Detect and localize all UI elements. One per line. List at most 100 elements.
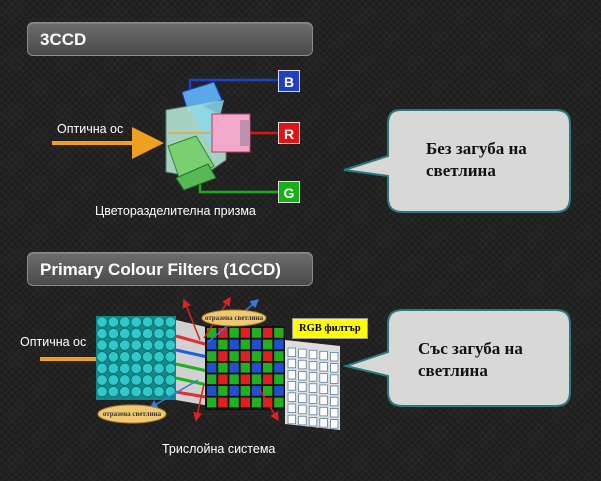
microlens bbox=[142, 339, 154, 351]
sensor-pixel bbox=[298, 348, 307, 359]
microlens bbox=[107, 386, 119, 398]
filter-cell bbox=[251, 351, 262, 361]
filter-cell bbox=[207, 374, 217, 385]
microlens bbox=[107, 328, 119, 340]
microlens bbox=[142, 386, 154, 398]
section-title-3ccd: 3CCD bbox=[27, 22, 313, 56]
microlens bbox=[153, 374, 165, 386]
filter-cell bbox=[229, 374, 239, 385]
filter-cell bbox=[229, 386, 239, 396]
sensor-pixel bbox=[308, 394, 318, 405]
green-prism-part bbox=[167, 135, 215, 187]
section-title-1ccd: Primary Colour Filters (1CCD) bbox=[27, 252, 313, 286]
microlens bbox=[164, 328, 176, 340]
filter-cell bbox=[274, 374, 284, 385]
filter-cell bbox=[263, 351, 273, 361]
microlens bbox=[153, 316, 165, 328]
sensor-pixel bbox=[329, 419, 339, 429]
sensor-pixel bbox=[298, 404, 307, 415]
microlens bbox=[153, 328, 165, 340]
callout-1-line1: Без загуба на bbox=[426, 139, 527, 158]
microlens bbox=[119, 339, 131, 351]
filter-cell bbox=[240, 386, 250, 396]
filter-cell bbox=[207, 397, 217, 408]
sensor-pixel bbox=[308, 416, 318, 427]
blue-ccd-block bbox=[181, 81, 223, 113]
rgb-filter-label: RGB филтър bbox=[292, 318, 368, 339]
filter-cell bbox=[274, 386, 284, 396]
microlens bbox=[119, 386, 131, 398]
filter-cell bbox=[218, 397, 228, 408]
filter-cell bbox=[218, 351, 228, 361]
filter-cell bbox=[240, 351, 250, 361]
microlens bbox=[119, 362, 131, 374]
microlens bbox=[142, 328, 154, 340]
sensor-pixel bbox=[287, 414, 296, 425]
sensor-pixel bbox=[319, 418, 328, 428]
three-layer-system-label: Трислойна система bbox=[162, 442, 276, 456]
pixel-sensor-grid bbox=[285, 340, 340, 430]
rgb-filter-mosaic bbox=[205, 326, 285, 410]
prism-label: Цветоразделителна призма bbox=[95, 204, 256, 218]
sensor-pixel bbox=[308, 372, 318, 382]
microlens bbox=[107, 316, 119, 328]
sensor-pixel bbox=[329, 351, 339, 362]
sensor-pixel bbox=[287, 347, 296, 358]
microlens bbox=[130, 316, 142, 328]
sensor-pixel bbox=[319, 350, 328, 361]
filter-cell bbox=[218, 374, 228, 385]
sensor-pixel bbox=[287, 392, 296, 402]
sensor-pixel bbox=[329, 374, 339, 384]
sensor-pixel bbox=[287, 358, 296, 369]
reflected-light-ellipse-bottom bbox=[97, 404, 167, 424]
sensor-pixel bbox=[308, 360, 318, 371]
filter-cell bbox=[240, 339, 250, 350]
reflected-light-ellipse-top bbox=[201, 309, 267, 327]
sensor-pixel bbox=[308, 383, 318, 393]
sensor-pixel bbox=[298, 371, 307, 381]
sensor-pixel bbox=[308, 349, 318, 360]
filter-cell bbox=[251, 328, 262, 338]
filter-cell bbox=[251, 397, 262, 408]
microlens bbox=[153, 386, 165, 398]
microlens bbox=[164, 316, 176, 328]
microlens bbox=[96, 351, 108, 363]
microlens bbox=[96, 386, 108, 398]
microlens bbox=[96, 316, 108, 328]
microlens bbox=[119, 351, 131, 363]
sensor-pixel bbox=[319, 395, 328, 406]
filter-cell bbox=[274, 351, 284, 361]
sensor-pixel bbox=[308, 405, 318, 416]
filter-cell bbox=[229, 351, 239, 361]
sensor-pixel bbox=[287, 381, 296, 391]
filter-cell bbox=[207, 328, 217, 338]
red-ccd-cap bbox=[240, 120, 250, 146]
microlens bbox=[130, 374, 142, 386]
microlens bbox=[96, 339, 108, 351]
microlens bbox=[96, 328, 108, 340]
filter-cell bbox=[229, 328, 239, 338]
microlens bbox=[142, 362, 154, 374]
callout-1-bubble bbox=[343, 109, 571, 213]
microlens bbox=[142, 351, 154, 363]
filter-cell bbox=[251, 386, 262, 396]
filter-cell bbox=[274, 328, 284, 338]
filter-cell bbox=[240, 397, 250, 408]
filter-cell bbox=[263, 328, 273, 338]
microlens bbox=[164, 374, 176, 386]
sensor-pixel bbox=[329, 363, 339, 373]
filter-cell bbox=[263, 362, 273, 373]
sensor-pixel bbox=[319, 373, 328, 383]
microlens bbox=[107, 339, 119, 351]
sensor-pixel bbox=[298, 415, 307, 426]
callout-2-line2: светлина bbox=[418, 361, 488, 380]
filter-cell bbox=[263, 386, 273, 396]
filter-cell bbox=[229, 339, 239, 350]
sensor-pixel bbox=[329, 407, 339, 418]
microlens bbox=[119, 374, 131, 386]
filter-cell bbox=[207, 351, 217, 361]
sensor-pixel bbox=[298, 393, 307, 403]
sensor-pixel bbox=[319, 384, 328, 394]
callout-2-text: Със загуба на светлина bbox=[418, 338, 523, 382]
microlens bbox=[119, 316, 131, 328]
